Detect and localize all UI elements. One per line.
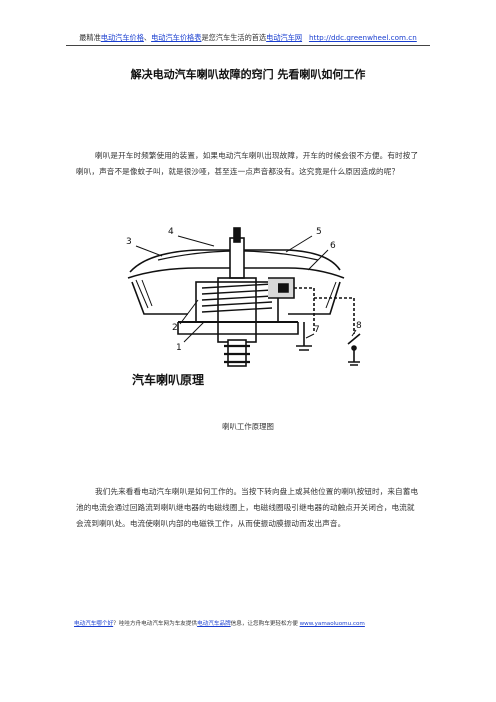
label-6: 6 bbox=[330, 241, 336, 251]
header-link-ev-price[interactable]: 电动汽车价格 bbox=[100, 33, 144, 42]
figure-label: 汽车喇叭原理 bbox=[132, 372, 204, 387]
footer-middle2: 信息，让您购车更轻松方便 bbox=[230, 621, 298, 627]
label-4: 4 bbox=[168, 227, 174, 237]
intro-paragraph: 喇叭是开车时频繁使用的装置，如果电动汽车喇叭出现故障，开车的时候会很不方便。有时… bbox=[76, 151, 419, 176]
label-7: 7 bbox=[314, 325, 320, 335]
footer-link-ev-brand[interactable]: 电动汽车品牌 bbox=[197, 621, 231, 627]
figure-caption: 喇叭工作原理图 bbox=[222, 422, 274, 431]
footer-link-which-ev[interactable]: 电动汽车哪个好 bbox=[74, 621, 114, 627]
explanation-paragraph: 我们先来看看电动汽车喇叭是如何工作的。当按下转向盘上或其他位置的喇叭按钮时，来自… bbox=[76, 487, 419, 528]
horn-diagram: 3 4 5 6 2 1 7 8 汽车喇叭原理 bbox=[118, 222, 364, 392]
label-1: 1 bbox=[176, 343, 182, 353]
horn-diagram-svg: 3 4 5 6 2 1 7 8 汽车喇叭原理 bbox=[126, 227, 362, 387]
header-url-link[interactable]: http://ddc.greenwheel.com.cn bbox=[308, 33, 417, 42]
label-5: 5 bbox=[316, 227, 322, 237]
header-prefix: 最精准 bbox=[79, 33, 101, 42]
header-divider bbox=[66, 45, 430, 46]
footer-middle1: ？哇哇方舟电动汽车网为车友提供 bbox=[113, 621, 198, 627]
footer-url-link[interactable]: www.yamaoluomu.com bbox=[299, 621, 365, 627]
header-link-ev-site[interactable]: 电动汽车网 bbox=[266, 33, 303, 42]
header-link-ev-price-table[interactable]: 电动汽车价格表 bbox=[151, 33, 202, 42]
header-middle-text: 是您汽车生活的首选 bbox=[201, 33, 267, 42]
label-8: 8 bbox=[356, 321, 362, 331]
header-separator: 、 bbox=[143, 33, 152, 42]
label-3: 3 bbox=[126, 237, 132, 247]
article-title: 解决电动汽车喇叭故障的窍门 先看喇叭如何工作 bbox=[130, 68, 366, 81]
page-header: 最精准电动汽车价格、电动汽车价格表是您汽车生活的首选电动汽车网 http://d… bbox=[0, 33, 496, 43]
label-2: 2 bbox=[172, 323, 178, 333]
page-footer: 电动汽车哪个好？哇哇方舟电动汽车网为车友提供电动汽车品牌信息，让您购车更轻松方便… bbox=[74, 619, 365, 627]
